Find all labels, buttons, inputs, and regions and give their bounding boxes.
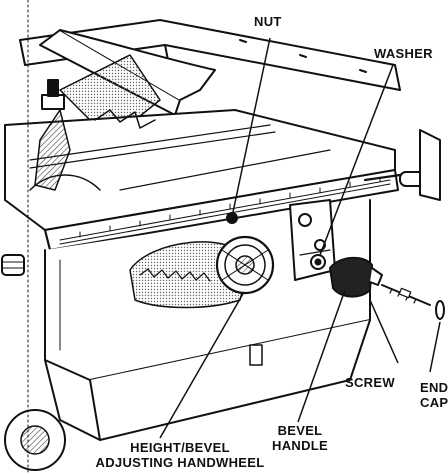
end-cap-label-line1: END: [420, 380, 448, 395]
miter-gauge: [29, 79, 101, 191]
height-bevel-handwheel: [215, 235, 275, 295]
foot-wheel: [4, 409, 66, 471]
end-cap-label-line2: CAP: [420, 395, 448, 410]
fence-lock-handle: [363, 129, 441, 201]
handwheel-label-line2: ADJUSTING HANDWHEEL: [95, 455, 265, 470]
handwheel-label: HEIGHT/BEVEL ADJUSTING HANDWHEEL: [95, 440, 265, 470]
bevel-handle-label-line1: BEVEL: [277, 423, 323, 438]
end-cap-label: END CAP: [420, 380, 448, 410]
nut-part: [226, 212, 238, 224]
screw-part: [381, 284, 431, 306]
leader-lines: [159, 37, 441, 439]
end-cap-part: [435, 300, 445, 320]
washer-part: [310, 254, 326, 270]
table-top: [4, 109, 399, 251]
screw-label: SCREW: [345, 375, 395, 390]
bevel-handle-label: BEVEL HANDLE: [268, 423, 332, 453]
washer-label: WASHER: [374, 46, 433, 61]
handwheel-label-line1: HEIGHT/BEVEL: [130, 440, 230, 455]
saw-blade: [94, 109, 156, 129]
bevel-handle-part: [329, 256, 383, 298]
bevel-handle-label-line2: HANDLE: [272, 438, 328, 453]
nut-label: NUT: [254, 14, 282, 29]
left-knob: [1, 254, 25, 276]
bevel-bracket: [289, 199, 336, 281]
